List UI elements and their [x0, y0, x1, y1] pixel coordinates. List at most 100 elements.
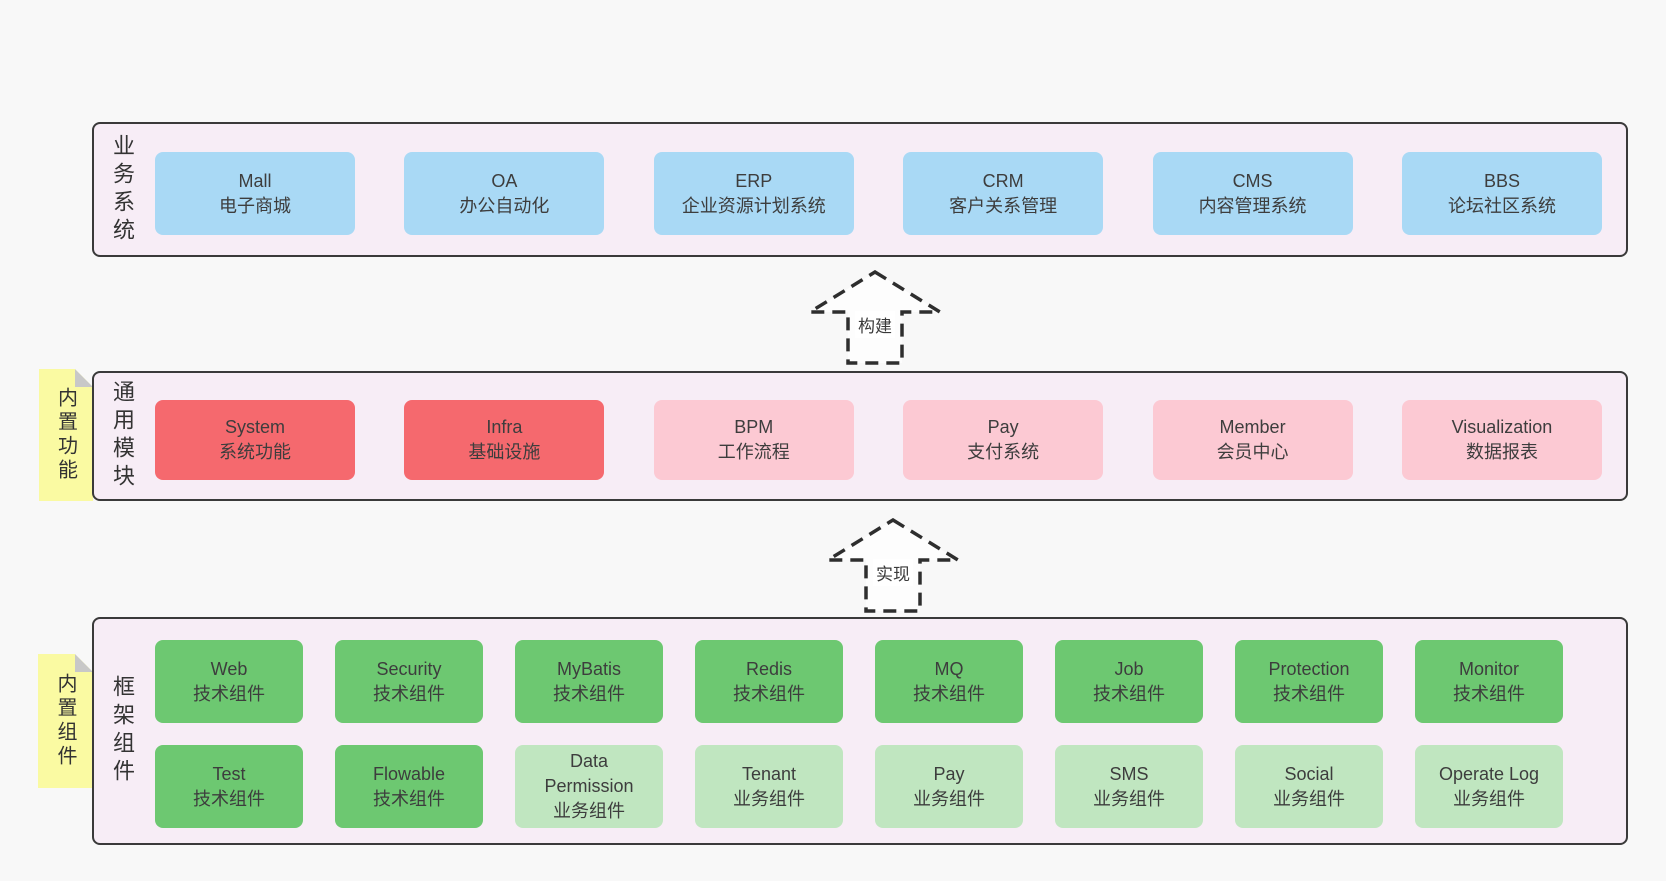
box-title: Pay — [987, 417, 1019, 437]
sticky-label-builtin-components: 内置组件 — [54, 673, 76, 769]
box-mall: Mall 电子商城 — [155, 152, 355, 235]
box-cms: CMS 内容管理系统 — [1152, 152, 1353, 235]
box-title: BPM — [734, 417, 774, 437]
section-label-business-systems: 业务系统 — [110, 133, 135, 246]
box-subtitle: 企业资源计划系统 — [681, 195, 826, 216]
box-tenant: Tenant 业务组件 — [695, 745, 843, 828]
box-flowable: Flowable 技术组件 — [335, 745, 483, 828]
box-subtitle: 技术组件 — [553, 683, 625, 704]
box-subtitle: 业务组件 — [733, 788, 805, 809]
box-subtitle: 数据报表 — [1465, 442, 1538, 462]
box-infra: Infra 基础设施 — [404, 400, 605, 480]
box-subtitle: 业务组件 — [553, 801, 625, 821]
box-title: Web — [210, 658, 248, 679]
box-title: Job — [1114, 658, 1144, 679]
box-title: CRM — [982, 170, 1024, 191]
folded-corner-icon — [75, 369, 93, 387]
sticky-note-builtin-components: 内置组件 — [38, 654, 93, 788]
box-subtitle: 会员中心 — [1216, 442, 1289, 462]
arrow-build: 构建 — [807, 270, 943, 365]
box-subtitle: 技术组件 — [1093, 683, 1165, 704]
box-subtitle: 论坛社区系统 — [1447, 195, 1556, 216]
box-crm: CRM 客户关系管理 — [903, 152, 1104, 235]
section-label-framework-components: 框架组件 — [110, 675, 135, 787]
section-common-modules: 通用模块 System 系统功能 Infra 基础设施 BPM 工作流程 Pay… — [92, 371, 1628, 501]
box-subtitle: 基础设施 — [468, 442, 541, 462]
framework-components-row-1: Web 技术组件 Security 技术组件 MyBatis 技术组件 Redi… — [155, 640, 1563, 723]
box-title: System — [224, 417, 285, 437]
box-subtitle: 技术组件 — [373, 683, 445, 704]
sticky-label-builtin-features: 内置功能 — [54, 387, 77, 483]
box-bpm: BPM 工作流程 — [653, 400, 854, 480]
box-redis: Redis 技术组件 — [695, 640, 843, 723]
section-label-common-modules: 通用模块 — [110, 380, 135, 492]
arrow-build-label: 构建 — [855, 311, 895, 338]
box-title: BBS — [1483, 170, 1520, 191]
section-framework-components: 框架组件 Web 技术组件 Security 技术组件 MyBatis 技术组件… — [92, 617, 1628, 845]
box-pay-component: Pay 业务组件 — [875, 745, 1023, 828]
box-title: MQ — [934, 658, 964, 679]
box-title: Test — [212, 763, 246, 784]
box-subtitle: 技术组件 — [1453, 683, 1525, 704]
section-business-systems: 业务系统 Mall 电子商城 OA 办公自动化 ERP 企业资源计划系统 CRM… — [92, 122, 1628, 257]
box-mq: MQ 技术组件 — [875, 640, 1023, 723]
box-subtitle: 技术组件 — [373, 788, 445, 809]
box-monitor: Monitor 技术组件 — [1415, 640, 1563, 723]
box-web: Web 技术组件 — [155, 640, 303, 723]
box-mybatis: MyBatis 技术组件 — [515, 640, 663, 723]
box-subtitle: 业务组件 — [913, 788, 985, 809]
folded-corner-icon — [75, 654, 93, 672]
box-member: Member 会员中心 — [1152, 400, 1353, 480]
box-title: Flowable — [372, 763, 446, 784]
box-title: CMS — [1232, 170, 1273, 191]
box-title: Security — [376, 658, 442, 679]
box-title: Infra — [486, 417, 523, 437]
box-subtitle: 办公自动化 — [459, 195, 550, 216]
box-title: Pay — [933, 763, 965, 784]
box-title: Social — [1284, 763, 1334, 784]
box-subtitle: 工作流程 — [717, 442, 790, 462]
box-subtitle: 业务组件 — [1273, 788, 1345, 809]
business-systems-row: Mall 电子商城 OA 办公自动化 ERP 企业资源计划系统 CRM 客户关系… — [155, 152, 1602, 235]
box-title: Monitor — [1458, 658, 1520, 679]
box-title: Mall — [238, 170, 272, 191]
box-subtitle: 技术组件 — [1273, 683, 1345, 704]
box-visualization: Visualization 数据报表 — [1401, 400, 1602, 480]
box-erp: ERP 企业资源计划系统 — [653, 152, 854, 235]
box-pay-module: Pay 支付系统 — [903, 400, 1104, 480]
box-subtitle: 业务组件 — [1093, 788, 1165, 809]
box-subtitle: 技术组件 — [193, 788, 265, 809]
box-test: Test 技术组件 — [155, 745, 303, 828]
box-subtitle: 技术组件 — [193, 683, 265, 704]
box-subtitle: 技术组件 — [733, 683, 805, 704]
common-modules-row: System 系统功能 Infra 基础设施 BPM 工作流程 Pay 支付系统… — [155, 400, 1602, 480]
box-subtitle: 系统功能 — [219, 442, 291, 462]
box-title: OA — [491, 170, 518, 191]
box-subtitle: 内容管理系统 — [1198, 195, 1307, 216]
box-system: System 系统功能 — [155, 400, 355, 480]
framework-components-row-2: Test 技术组件 Flowable 技术组件 Data Permission … — [155, 745, 1563, 828]
arrow-implement: 实现 — [825, 518, 961, 613]
box-title: Operate Log — [1438, 763, 1540, 784]
box-title: Redis — [745, 658, 793, 679]
box-security: Security 技术组件 — [335, 640, 483, 723]
box-subtitle: 电子商城 — [219, 195, 291, 216]
box-title: MyBatis — [556, 658, 621, 679]
box-subtitle: 业务组件 — [1453, 788, 1525, 809]
box-social: Social 业务组件 — [1235, 745, 1383, 828]
box-subtitle: 支付系统 — [967, 442, 1040, 462]
box-bbs: BBS 论坛社区系统 — [1401, 152, 1602, 235]
box-job: Job 技术组件 — [1055, 640, 1203, 723]
box-subtitle: 技术组件 — [913, 683, 985, 704]
box-title: Tenant — [741, 763, 797, 784]
box-sms: SMS 业务组件 — [1055, 745, 1203, 828]
box-title: Member — [1219, 417, 1286, 437]
arrow-implement-label: 实现 — [873, 559, 913, 586]
box-data-permission: Data Permission 业务组件 — [515, 745, 663, 828]
box-protection: Protection 技术组件 — [1235, 640, 1383, 723]
box-title: ERP — [735, 170, 773, 191]
box-title: Protection — [1268, 658, 1350, 679]
box-title: Visualization — [1451, 417, 1553, 437]
box-title: SMS — [1109, 763, 1149, 784]
